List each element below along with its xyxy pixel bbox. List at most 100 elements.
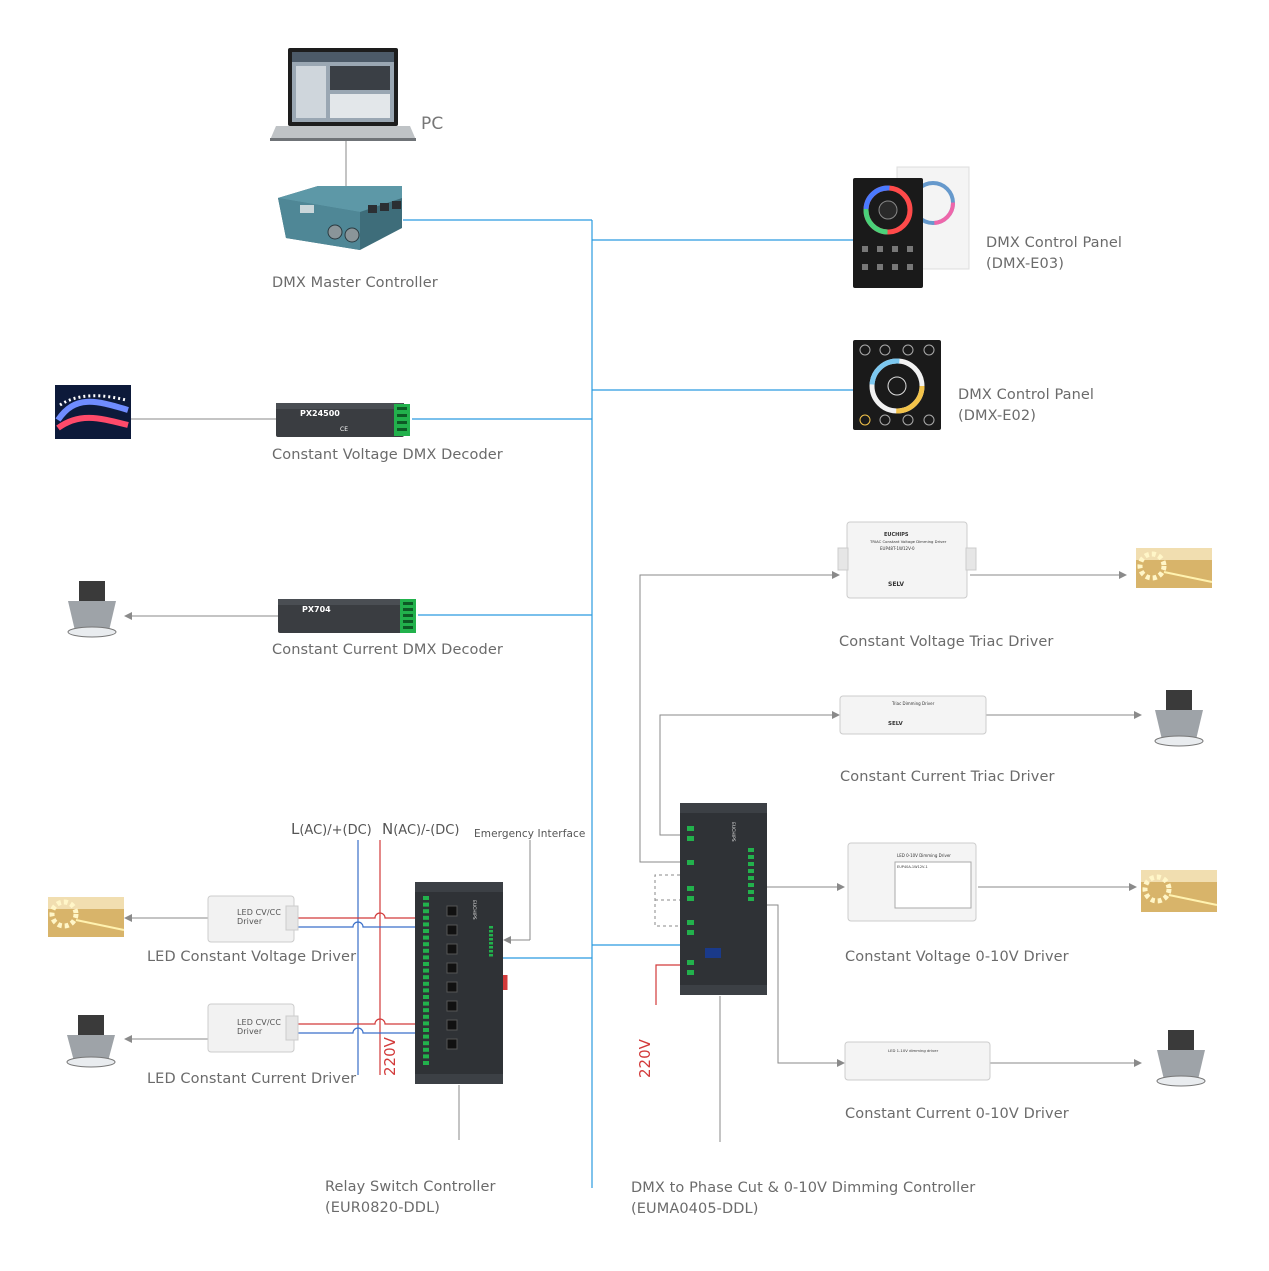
relay-indicator <box>489 942 493 945</box>
laptop-icon <box>270 48 416 141</box>
phase-terminal-right <box>748 897 754 901</box>
cc010-title: LED 1-10V dimming driver <box>888 1048 939 1053</box>
ce-mark: CE <box>340 426 348 433</box>
phase-terminal-right <box>748 855 754 859</box>
triac-cv-title: TRIAC Constant Voltage Dimming Driver <box>869 539 947 544</box>
arrow-right <box>832 711 840 719</box>
relay-key <box>446 905 458 917</box>
relay-indicator <box>489 946 493 949</box>
phase-terminal-right <box>748 876 754 880</box>
relay-terminal <box>423 955 429 960</box>
phase-cut-controller-icon: EUCHIPS <box>680 803 767 995</box>
cc-010-label: Constant Current 0-10V Driver <box>845 1106 1069 1122</box>
panel-e03-label: DMX Control Panel (DMX-E03) <box>986 235 1123 272</box>
relay-terminal <box>423 909 429 914</box>
phase-terminal-right <box>748 848 754 852</box>
relay-terminal <box>423 1041 429 1046</box>
driver-box-icon: EUCHIPS TRIAC Constant Voltage Dimming D… <box>837 521 977 599</box>
cv-triac-label: Constant Voltage Triac Driver <box>839 634 1054 650</box>
phase-terminal-right <box>748 869 754 873</box>
touch-panel-icon <box>853 340 941 430</box>
voltage-label-left: 220V <box>381 1037 399 1076</box>
driver-box-icon: Triac Dimming Driver SELV <box>839 695 987 735</box>
relay-terminal <box>423 988 429 993</box>
triac-cc-selv: SELV <box>888 721 903 727</box>
led-strip-icon <box>48 897 125 937</box>
relay-key <box>446 924 458 936</box>
triac-cv-brand: EUCHIPS <box>884 532 909 538</box>
live-label: L(AC)/+(DC) <box>291 820 372 838</box>
relay-terminal <box>423 902 429 907</box>
voltage-label-right: 220V <box>636 1039 654 1078</box>
driver-box-icon: LED 1-10V dimming driver <box>844 1041 991 1081</box>
relay-terminal <box>423 1061 429 1065</box>
phase-terminal-right <box>748 862 754 866</box>
cv010-model: EUP40A-1W12V-1 <box>897 865 928 869</box>
neutral-suffix: (AC)/-(DC) <box>393 823 460 838</box>
led-cv-driver-label: LED Constant Voltage Driver <box>147 949 357 965</box>
relay-key <box>446 1000 458 1012</box>
downlight-icon <box>1156 1030 1206 1087</box>
phase-to-cv-triac <box>639 574 838 863</box>
relay-terminal <box>423 1021 429 1026</box>
relay-indicator <box>489 938 493 941</box>
arrow-right <box>832 571 840 579</box>
phase-terminal <box>687 920 694 925</box>
arrow-right <box>1119 571 1127 579</box>
led-strip-icon <box>1141 870 1218 912</box>
cc-decoder-model: PX704 <box>302 605 331 614</box>
driver-box-icon <box>207 895 299 943</box>
relay-terminal <box>423 968 429 973</box>
arrow-left <box>503 936 511 944</box>
relay-indicator <box>489 926 493 929</box>
emergency-label: Emergency Interface <box>474 828 586 840</box>
phase-brand: EUCHIPS <box>730 822 736 842</box>
cv010-title: LED 0-10V Dimming Driver <box>897 853 951 858</box>
phase-to-cc010 <box>766 904 843 1064</box>
relay-terminals <box>423 896 429 1065</box>
relay-terminal <box>423 1008 429 1013</box>
downlight-icon <box>67 581 117 638</box>
phase-cut-label: DMX to Phase Cut & 0-10V Dimming Control… <box>631 1180 976 1217</box>
relay-indicator <box>489 934 493 937</box>
arrow-right <box>837 883 845 891</box>
touch-panel-icon <box>853 166 970 288</box>
relay-indicator <box>489 930 493 933</box>
phase-to-cc-triac <box>659 714 838 836</box>
cv-driver-live <box>293 912 415 919</box>
cc-triac-label: Constant Current Triac Driver <box>840 769 1055 785</box>
live-prefix: L <box>291 820 300 838</box>
relay-buttons <box>446 905 493 1050</box>
dmx-bus-lines <box>403 219 853 1188</box>
relay-terminal <box>423 1054 429 1059</box>
relay-terminal <box>423 1001 429 1006</box>
relay-terminal <box>423 975 429 980</box>
phase-terminal <box>687 970 694 975</box>
relay-brand: EUCHIPS <box>471 900 477 920</box>
relay-terminal <box>423 929 429 933</box>
dmx-master-device-icon <box>278 186 402 250</box>
cc-driver-neutral <box>293 1027 415 1034</box>
led-strip-icon <box>1136 548 1213 588</box>
neutral-prefix: N <box>382 820 394 838</box>
live-suffix: (AC)/+(DC) <box>299 823 372 838</box>
arrow-right <box>1129 883 1137 891</box>
relay-terminal <box>423 995 429 999</box>
phase-220v-feed <box>655 964 680 1005</box>
relay-terminal <box>423 896 429 900</box>
decoder-device-icon: PX704 <box>278 599 416 633</box>
arrow-heads <box>124 571 1142 1067</box>
relay-terminal <box>423 1034 429 1039</box>
panel-e02-label: DMX Control Panel (DMX-E02) <box>958 387 1095 424</box>
relay-terminal <box>423 1047 429 1052</box>
phase-terminals <box>687 826 754 975</box>
relay-key <box>446 943 458 955</box>
cc-driver-live <box>293 1018 415 1025</box>
downlight-icon <box>66 1015 116 1068</box>
cv-decoder-model: PX24500 <box>300 409 340 418</box>
cv-010-label: Constant Voltage 0-10V Driver <box>845 949 1069 965</box>
phase-terminal <box>687 886 694 891</box>
triac-cv-selv: SELV <box>888 581 904 588</box>
